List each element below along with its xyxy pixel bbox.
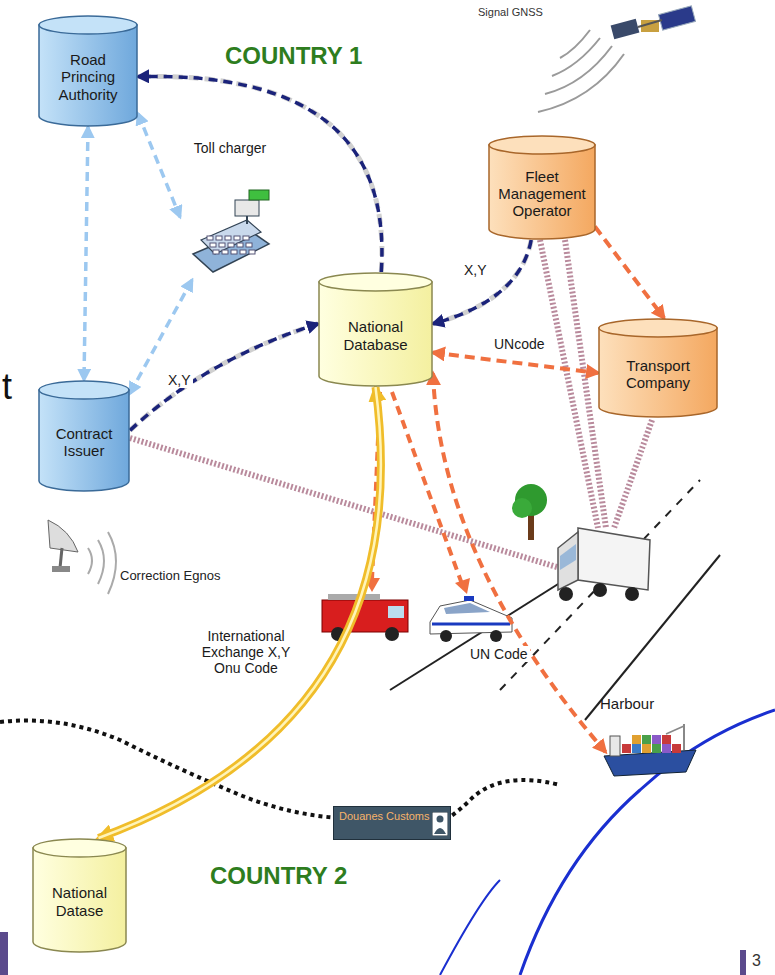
egnos-dish	[48, 520, 116, 594]
connector-stroke	[99, 387, 381, 838]
node-text: Road Princing Authority	[44, 51, 132, 103]
connector-label: X,Y	[166, 372, 193, 388]
connector-stroke	[138, 114, 180, 217]
connector-stroke	[138, 76, 382, 272]
connector-stroke	[130, 324, 318, 431]
harbour: Harbour	[600, 695, 710, 790]
connector-stroke	[433, 373, 606, 752]
gnss-waves	[538, 30, 624, 112]
connector	[433, 240, 531, 324]
node-text: Contract Issuer	[44, 425, 124, 460]
connector	[84, 127, 88, 380]
database-cylinder: Fleet Management Operator	[488, 135, 596, 240]
connector-stroke	[138, 76, 382, 272]
node-text: Harbour	[600, 695, 710, 712]
connector-label: X,Y	[462, 262, 489, 278]
connector-stroke	[433, 240, 531, 324]
country-heading: COUNTRY 2	[210, 862, 347, 890]
road	[390, 480, 720, 720]
connector-stroke	[585, 214, 664, 318]
customs-box: Douanes Customs	[333, 806, 451, 840]
connector-stroke	[433, 353, 598, 374]
connector	[138, 114, 180, 217]
connector-stroke	[99, 387, 381, 838]
cash-register-icon	[187, 186, 273, 276]
tree	[512, 484, 547, 540]
node-text: Douanes Customs	[339, 810, 430, 823]
connector-label: UNcode	[492, 336, 547, 352]
satellite	[611, 6, 696, 39]
connector	[130, 280, 192, 393]
database-cylinder: National Datase	[32, 838, 127, 953]
connector-label: UN Code	[468, 646, 530, 662]
hatched-links	[130, 240, 652, 568]
connector	[130, 324, 318, 431]
signal-label: Correction Egnos	[120, 568, 220, 583]
connector	[433, 353, 598, 374]
node-text: Fleet Management Operator	[494, 168, 590, 220]
database-cylinder: National Database	[318, 272, 433, 387]
border-line	[0, 720, 560, 830]
alert-arrows	[372, 392, 462, 584]
connector-stroke	[84, 127, 88, 380]
fire-truck	[322, 594, 408, 641]
customs-officer-icon	[432, 812, 448, 836]
cut-off-letter: t	[2, 366, 12, 408]
connector-stroke	[433, 240, 531, 324]
database-cylinder: Road Princing Authority	[38, 15, 138, 127]
node-text: National Database	[324, 318, 427, 353]
node-text: National Datase	[38, 884, 121, 919]
database-cylinder: Transport Company	[598, 318, 718, 418]
coastline	[440, 880, 500, 975]
connector-label: International Exchange X,Y Onu Code	[192, 628, 300, 676]
node-text: Toll charger	[180, 140, 280, 156]
connector-stroke	[130, 324, 318, 431]
arrowhead	[455, 578, 470, 594]
coastline	[520, 710, 775, 975]
page-number: 3	[752, 952, 761, 970]
connector	[99, 387, 381, 838]
connector-stroke	[130, 280, 192, 393]
truck	[558, 528, 650, 601]
database-cylinder: Contract Issuer	[38, 380, 130, 492]
connector	[433, 373, 606, 752]
connector	[138, 76, 382, 272]
node-text: Transport Company	[604, 357, 712, 392]
ship-icon	[600, 720, 700, 790]
signal-label: Signal GNSS	[478, 6, 543, 18]
connector	[585, 214, 664, 318]
country-heading: COUNTRY 1	[225, 42, 362, 70]
toll-charger: Toll charger	[180, 140, 280, 280]
